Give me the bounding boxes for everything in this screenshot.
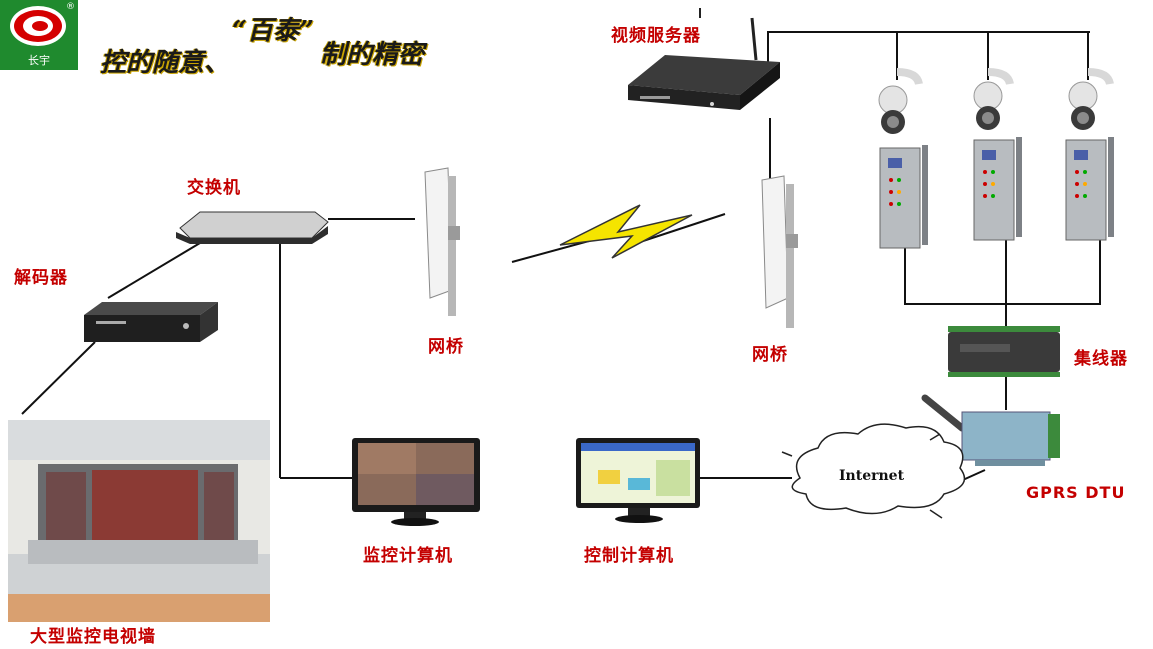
label-video-wall: 大型监控电视墙 [30,627,156,647]
slogan-brand: “百泰” [232,16,314,46]
camera-1-icon [878,68,923,134]
label-video-server: 视频服务器 [611,26,701,46]
internet-cloud-icon [781,423,966,519]
label-monitor-pc: 监控计算机 [363,546,453,566]
camera-2-icon [973,68,1014,130]
monitor-pc-device [352,438,480,526]
link-server-cameras [767,31,1090,62]
gprs-dtu-device [921,394,1060,466]
wireless-link-icon [511,204,726,263]
bridge-right-device [761,175,798,328]
decoder-device [84,302,218,342]
label-decoder: 解码器 [14,268,68,288]
logo-trademark: ® [66,2,75,12]
company-logo: ® 长宇 [0,0,78,70]
label-bridge-right: 网桥 [752,345,788,365]
concentrator-device [948,326,1060,377]
logo-text: 长宇 [28,54,50,67]
slogan-right: 制的精密 [320,40,425,70]
control-pc-device [576,438,700,523]
label-gprs-dtu: GPRS DTU [1026,483,1126,502]
cabinet-bus [904,238,1101,305]
label-bridge-left: 网桥 [428,337,464,357]
bridge-left-device [424,167,460,316]
switch-device [176,211,329,244]
video-server-device [628,8,780,110]
label-switch: 交换机 [187,178,241,198]
link-decoder-switch [107,242,201,299]
connection-lines [21,31,1101,489]
slogan-left: 控的随意、 [100,48,231,78]
link-decoder-wall [21,341,96,415]
control-cabinet-1 [879,145,928,249]
control-cabinet-2 [973,137,1022,241]
label-concentrator: 集线器 [1074,349,1128,369]
camera-3-icon [1068,68,1114,130]
label-control-pc: 控制计算机 [584,546,674,566]
label-internet: Internet [839,468,905,484]
video-wall-image [8,420,270,622]
control-cabinet-3 [1065,137,1114,241]
